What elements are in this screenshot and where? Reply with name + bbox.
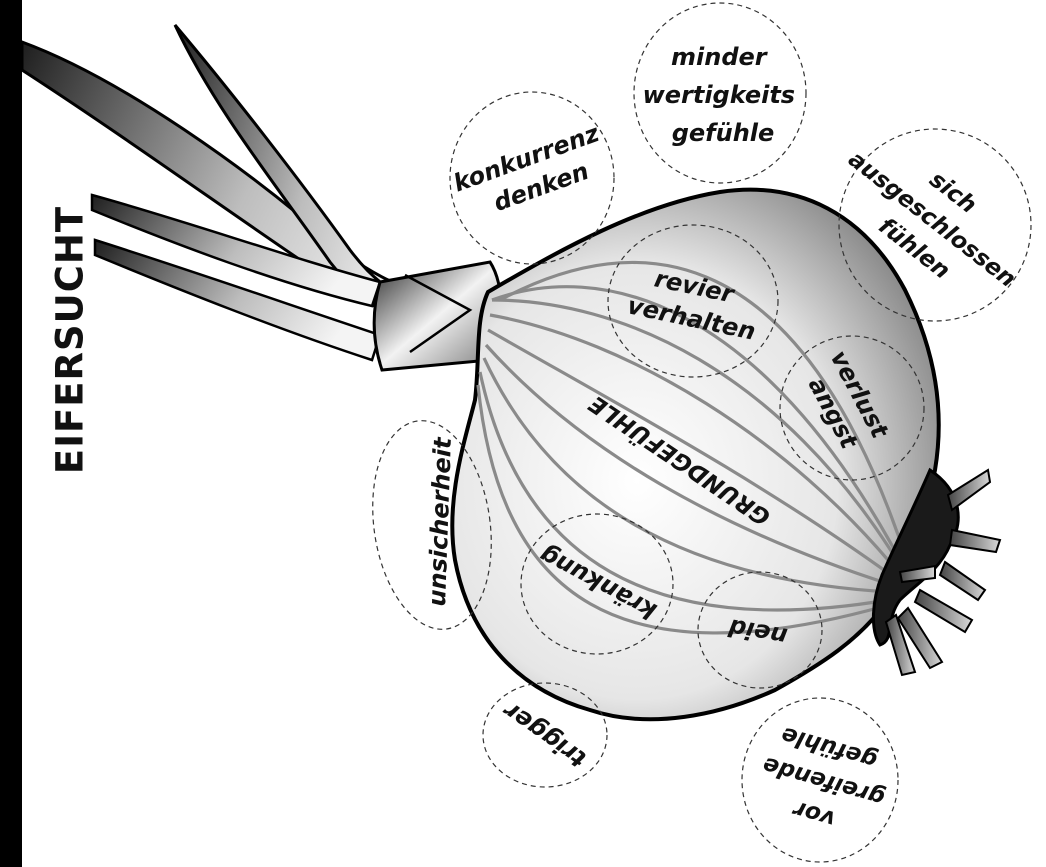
label-unsicherheit: unsicherheit bbox=[423, 435, 457, 607]
label-minderwertigkeit: minder wertigkeits gefühle bbox=[643, 43, 804, 147]
label-konkurrenz: konkurrenz denken bbox=[450, 116, 622, 227]
label-vorgreifende: vor greifende gefühle bbox=[743, 716, 897, 843]
